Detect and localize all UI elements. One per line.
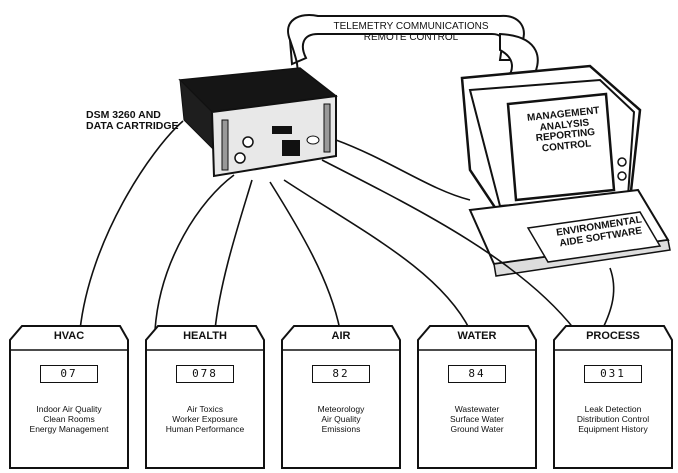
telemetry-line-1: TELEMETRY COMMUNICATIONS — [333, 21, 489, 32]
telemetry-ribbon — [287, 14, 539, 83]
module-line: Distribution Control — [576, 414, 650, 424]
module-title: AIR — [331, 330, 351, 342]
module-line: Ground Water — [450, 424, 504, 434]
dsm-label: DSM 3260 AND DATA CARTRIDGE — [86, 109, 196, 133]
module-water: WATER 84 Wastewater Surface Water Ground… — [418, 326, 536, 473]
module-hvac: HVAC 07 Indoor Air Quality Clean Rooms E… — [10, 326, 128, 473]
module-display: 078 — [176, 365, 234, 383]
module-line: Air Quality — [321, 414, 361, 424]
dsm-unit — [178, 67, 338, 178]
module-health: HEALTH 078 Air Toxics Worker Exposure Hu… — [146, 326, 264, 473]
dsm-line-2: DATA CARTRIDGE — [86, 120, 179, 133]
module-line: Clean Rooms — [43, 414, 95, 424]
module-line: Emissions — [321, 424, 361, 434]
module-display: 82 — [312, 365, 370, 383]
module-line: Surface Water — [449, 414, 504, 424]
module-line: Worker Exposure — [172, 414, 238, 424]
module-line: Air Toxics — [186, 404, 224, 414]
module-cables — [79, 120, 615, 331]
module-line: Human Performance — [165, 424, 245, 434]
module-title: WATER — [457, 330, 497, 342]
module-display: 07 — [40, 365, 98, 383]
module-title: HVAC — [53, 330, 85, 342]
module-line: Wastewater — [454, 404, 500, 414]
module-line: Indoor Air Quality — [36, 404, 102, 414]
telemetry-label: TELEMETRY COMMUNICATIONS REMOTE CONTROL — [316, 21, 506, 43]
computer-monitor — [460, 64, 671, 277]
module-line: Equipment History — [578, 424, 648, 434]
module-process: PROCESS 031 Leak Detection Distribution … — [554, 326, 672, 473]
module-housings — [9, 325, 673, 469]
module-title: HEALTH — [183, 330, 227, 342]
module-title: PROCESS — [586, 330, 640, 342]
module-display: 031 — [584, 365, 642, 383]
dsm-line-1: DSM 3260 AND — [86, 109, 161, 121]
module-line: Meteorology — [317, 404, 365, 414]
module-line: Energy Management — [29, 424, 109, 434]
module-display: 84 — [448, 365, 506, 383]
module-line: Leak Detection — [584, 404, 642, 414]
telemetry-line-2: REMOTE CONTROL — [363, 31, 459, 43]
module-air: AIR 82 Meteorology Air Quality Emissions — [282, 326, 400, 473]
